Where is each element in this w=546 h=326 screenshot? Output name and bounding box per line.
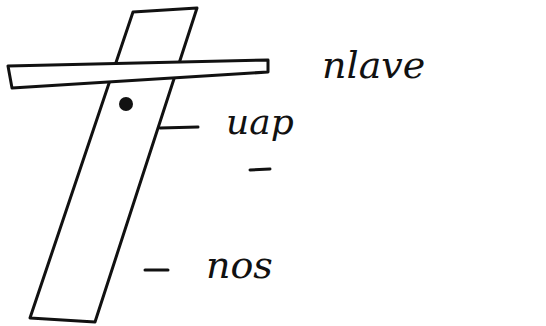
leader-line [160, 127, 198, 128]
leader-line [145, 269, 168, 272]
vertical-strip [30, 8, 197, 322]
dash-mark [250, 169, 270, 170]
gap [124, 66, 139, 67]
handwritten-label: nos [206, 246, 273, 284]
horizontal-bar [8, 60, 268, 88]
handwritten-label: nlave [322, 46, 425, 84]
marked-dot [119, 97, 133, 111]
handwritten-label: uap [226, 104, 294, 140]
